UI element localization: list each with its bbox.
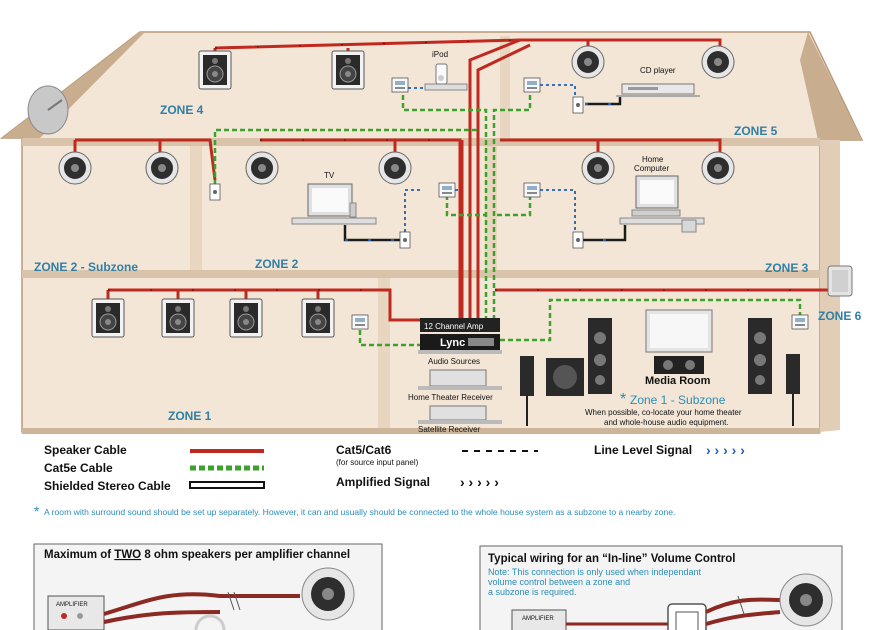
- legend: Speaker Cable Cat5e Cable Shielded Stere…: [44, 442, 745, 493]
- cd-player-icon: [616, 83, 700, 97]
- audio-sources-label: Audio Sources: [428, 357, 480, 366]
- zone4-label: ZONE 4: [160, 103, 204, 117]
- home-computer-label-1: Home: [642, 155, 664, 164]
- legend-amplified-signal: Amplified Signal: [336, 475, 430, 489]
- legend-shielded-cable: Shielded Stereo Cable: [44, 479, 171, 493]
- legend-shielded-swatch: [189, 481, 265, 489]
- panel-right-note-2: volume control between a zone and: [488, 577, 630, 587]
- satellite-receiver-label: Satellite Receiver: [418, 425, 481, 434]
- panel-left-amp-label: AMPLIFIER: [56, 602, 88, 608]
- zone1-label: ZONE 1: [168, 409, 212, 423]
- legend-line-level-signal: Line Level Signal: [594, 443, 692, 457]
- home-computer-label-2: Computer: [634, 164, 669, 173]
- home-theater-receiver-label: Home Theater Receiver: [408, 393, 493, 402]
- zone5-label: ZONE 5: [734, 124, 778, 138]
- legend-line-level-arrows: › › › › ›: [706, 442, 745, 458]
- cd-player-label: CD player: [640, 66, 676, 75]
- panel-left-title: Maximum of TWO 8 ohm speakers per amplif…: [44, 549, 350, 561]
- colocate-line-2: and whole-house audio equipment.: [604, 418, 729, 427]
- legend-amplified-arrows: › › › › ›: [460, 474, 499, 490]
- computer-icon: [619, 175, 705, 233]
- ipod-label: iPod: [432, 50, 448, 59]
- panel-right-title: Typical wiring for an “In-line” Volume C…: [488, 553, 735, 565]
- panel-right-note-3: a subzone is required.: [488, 587, 577, 597]
- zone1-sub-star: *: [620, 391, 626, 408]
- media-room-label: Media Room: [645, 375, 711, 387]
- cat5e-cables: [213, 95, 802, 347]
- zone2-subzone-label: ZONE 2 - Subzone: [34, 260, 138, 274]
- panel-right-amp-label: AMPLIFIER: [522, 616, 554, 622]
- footnote-star: *: [34, 503, 40, 519]
- panel-right-note-1: Note: This connection is only used when …: [488, 567, 701, 577]
- tv-icon: [291, 183, 377, 225]
- ipod-icon: [424, 63, 468, 91]
- panel-inline-volume: Typical wiring for an “In-line” Volume C…: [479, 545, 843, 630]
- zone1-sub-label: Zone 1 - Subzone: [630, 393, 726, 407]
- legend-cat-cable-note: (for source input panel): [336, 458, 419, 467]
- footnote-text: A room with surround sound should be set…: [44, 507, 675, 517]
- colocate-line-1: When possible, co-locate your home theat…: [585, 408, 742, 417]
- zone2-label: ZONE 2: [255, 257, 299, 271]
- legend-speaker-cable: Speaker Cable: [44, 443, 127, 457]
- equipment-rack: [418, 318, 502, 424]
- panel-max-speakers: Maximum of TWO 8 ohm speakers per amplif…: [33, 543, 383, 630]
- legend-cat-cable: Cat5/Cat6: [336, 443, 392, 457]
- satellite-dish-icon: [27, 85, 69, 135]
- media-room: [520, 309, 800, 426]
- legend-cat5e-cable: Cat5e Cable: [44, 461, 113, 475]
- tv-label: TV: [324, 171, 335, 180]
- amp-label: 12 Channel Amp: [424, 322, 484, 331]
- zone3-label: ZONE 3: [765, 261, 809, 275]
- zone6-outdoor-speaker: [827, 265, 853, 297]
- lync-label: Lync: [440, 337, 465, 349]
- zone6-label: ZONE 6: [818, 309, 862, 323]
